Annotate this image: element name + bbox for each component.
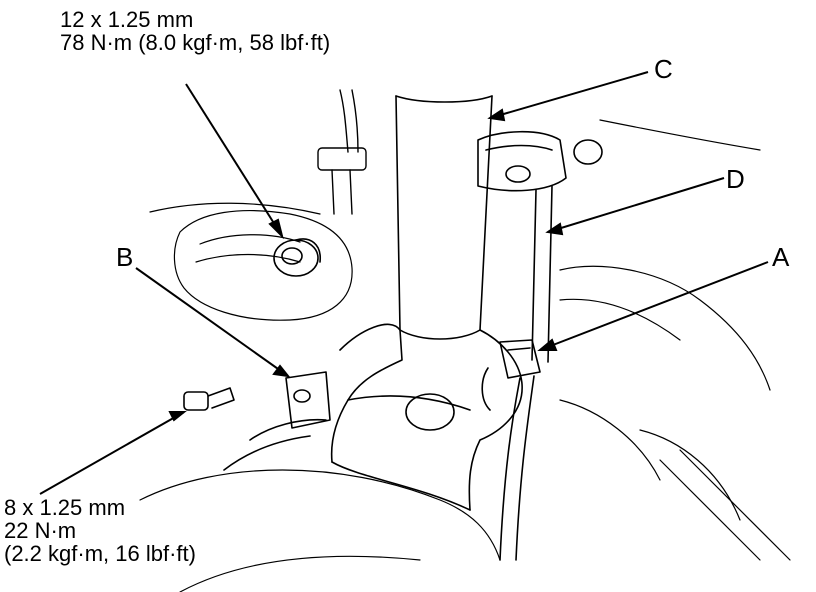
stabilizer-link-bracket <box>477 130 603 363</box>
arrowhead-bottom-spec <box>168 411 187 422</box>
bottom-spec-thread-size: 8 x 1.25 mm <box>4 495 126 520</box>
callout-a: A <box>772 242 790 272</box>
leader-top-spec <box>185 83 283 237</box>
bottom-spec-torque: 22 N·m <box>4 518 77 543</box>
top-spec-block: 12 x 1.25 mm 78 N·m (8.0 kgf·m, 58 lbf·f… <box>60 8 330 54</box>
sensor-clip <box>481 339 541 561</box>
arrowhead-d <box>545 222 564 236</box>
brake-hose <box>317 89 367 215</box>
arrowhead-b <box>272 364 291 378</box>
leader-b <box>135 267 289 377</box>
leader-c <box>489 71 649 119</box>
bottom-spec-torque-alt: (2.2 kgf·m, 16 lbf·ft) <box>4 541 196 566</box>
sensor-bracket <box>223 371 331 471</box>
callout-c: C <box>654 54 673 84</box>
leader-a <box>539 261 769 351</box>
steering-knuckle <box>330 323 523 511</box>
tire-outline <box>139 469 501 592</box>
bottom-spec-block: 8 x 1.25 mm 22 N·m (2.2 kgf·m, 16 lbf·ft… <box>4 496 196 565</box>
leader-d <box>547 177 725 233</box>
lower-bolt <box>183 387 235 411</box>
strut-tube <box>395 95 493 340</box>
right-background-parts <box>559 119 791 561</box>
arrowhead-a <box>537 338 558 351</box>
callout-d: D <box>726 164 745 194</box>
arrowhead-c <box>487 108 506 122</box>
arrowhead-top-spec <box>268 218 284 240</box>
brake-rotor-background <box>149 202 353 321</box>
top-spec-thread-size: 12 x 1.25 mm <box>60 7 194 32</box>
leader-bottom-spec <box>39 411 185 495</box>
top-nut <box>273 238 321 277</box>
callout-b: B <box>116 242 134 272</box>
top-spec-torque: 78 N·m (8.0 kgf·m, 58 lbf·ft) <box>60 30 331 55</box>
